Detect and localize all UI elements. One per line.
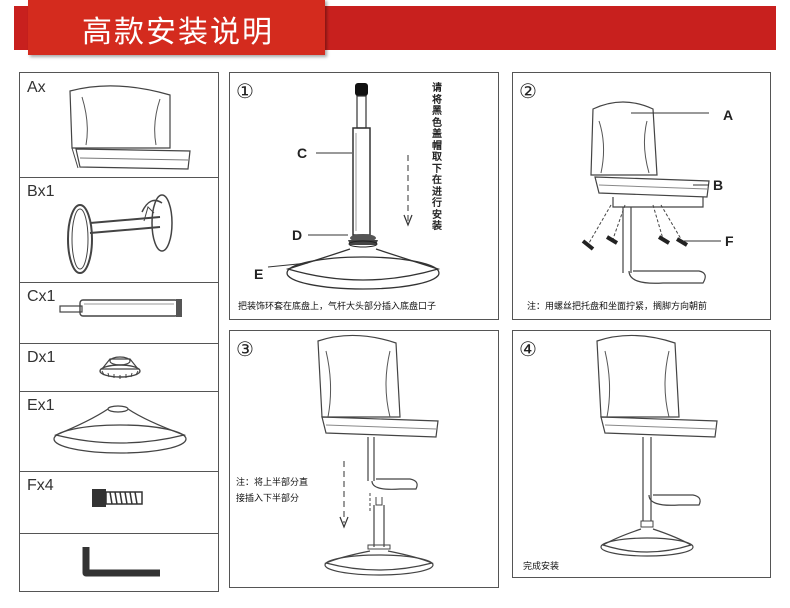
part-f: Fx4 [20, 471, 218, 534]
step2-label-b: B [713, 177, 723, 193]
part-d: Dx1 [20, 343, 218, 392]
step1-panel: ① C D E 请将黑色盖帽取下在进行安装 把装饰环套在底盘上，气杆大头部分插入… [229, 72, 499, 320]
part-a: Ax [20, 73, 218, 178]
step2-label-f: F [725, 233, 734, 249]
step1-label-d: D [292, 227, 302, 243]
step3-caption-line1: 注：将上半部分直 [236, 475, 308, 488]
header-banner: 高款安装说明 [0, 0, 790, 56]
base-disc-illustration [20, 391, 218, 471]
allen-key-illustration [20, 533, 218, 591]
step4-illustration [513, 331, 770, 577]
page-title: 高款安装说明 [82, 7, 274, 51]
step1-label-c: C [297, 145, 307, 161]
part-c: Cx1 [20, 282, 218, 344]
seat-illustration [20, 73, 218, 177]
step3-panel: ③ 注：将上半部分直 接插入下半部分 [229, 330, 499, 588]
trim-ring-illustration [20, 343, 218, 391]
step3-illustration [230, 331, 498, 587]
step1-illustration [230, 73, 498, 319]
header-tab: 高款安装说明 [28, 0, 325, 55]
step2-panel: ② A B F 注：用螺丝把托盘和坐面拧紧，搁脚方向朝前 [512, 72, 771, 320]
step1-label-e: E [254, 266, 263, 282]
step2-caption: 注：用螺丝把托盘和坐面拧紧，搁脚方向朝前 [527, 299, 707, 312]
gas-lift-illustration [20, 282, 218, 343]
step3-caption-line2: 接插入下半部分 [236, 491, 299, 504]
screw-illustration [20, 471, 218, 533]
parts-list: Ax Bx1 Cx1 Dx1 [19, 72, 219, 592]
step1-caption: 把装饰环套在底盘上，气杆大头部分插入底盘口子 [238, 299, 436, 312]
part-g [20, 533, 218, 591]
step4-panel: ④ 完成安装 [512, 330, 771, 578]
step1-vertical-note: 请将黑色盖帽取下在进行安装 [432, 83, 442, 233]
step2-label-a: A [723, 107, 733, 123]
part-b: Bx1 [20, 177, 218, 283]
part-e: Ex1 [20, 391, 218, 472]
footrest-ring-illustration [20, 177, 218, 282]
step4-caption: 完成安装 [523, 559, 559, 572]
